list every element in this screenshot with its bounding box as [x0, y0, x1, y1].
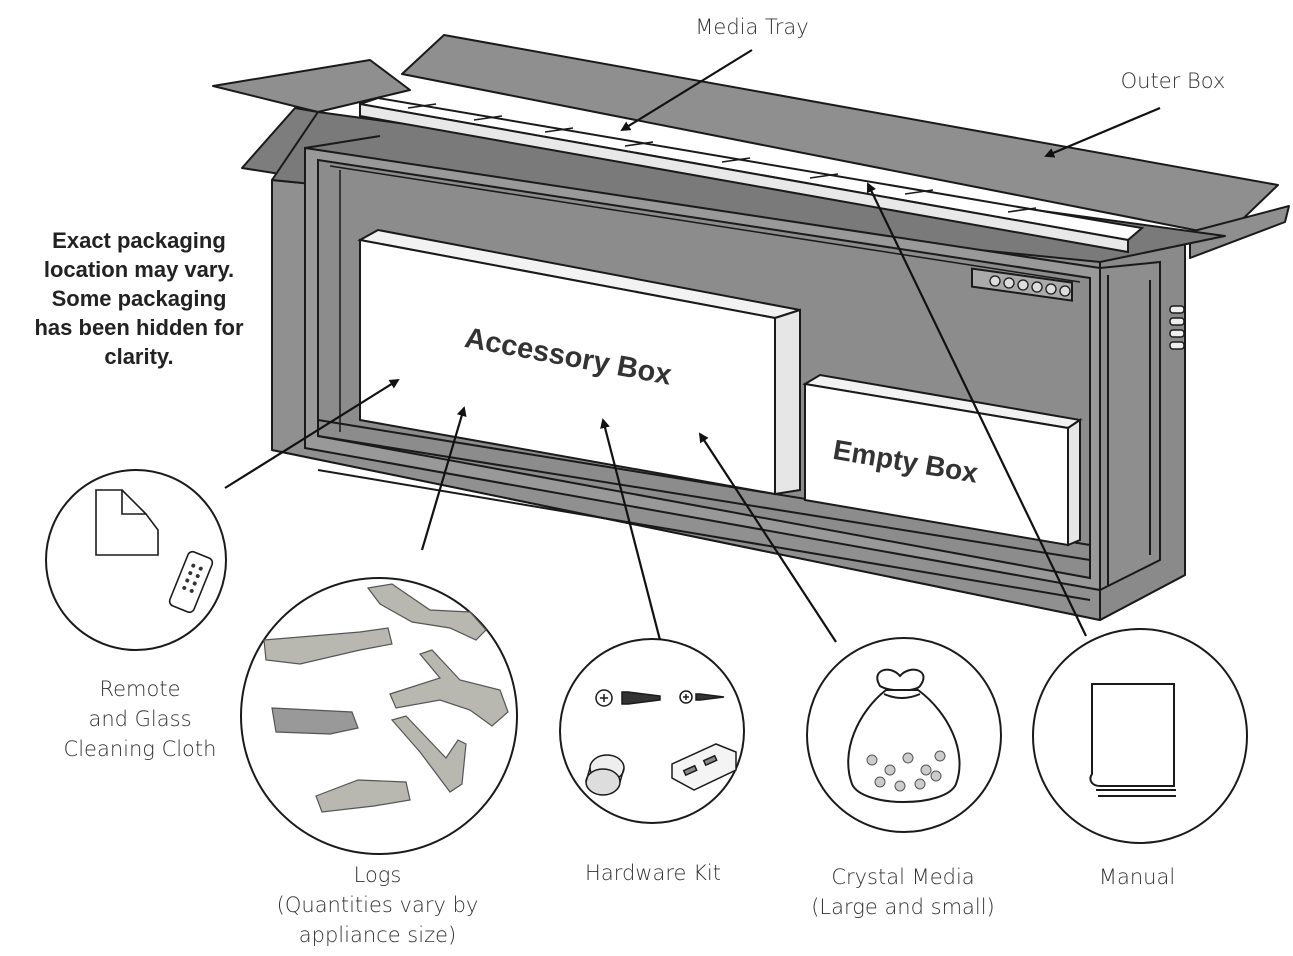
note-line: Some packaging: [51, 286, 227, 311]
outer-box-left-flap: [212, 59, 411, 113]
crystal-label: Crystal Media (Large and small): [800, 862, 1006, 922]
logs-icon: [263, 583, 509, 813]
arrow-crystal: [698, 432, 837, 643]
crystal-label-line: (Large and small): [811, 895, 995, 919]
appliance-vents: [1169, 305, 1185, 350]
outer-box-right-flap: [1189, 205, 1290, 259]
remote-label-line: Cleaning Cloth: [63, 737, 217, 761]
remote-label: Remote and Glass Cleaning Cloth: [40, 674, 240, 764]
manual-icon: [1089, 683, 1176, 797]
logs-label-line: Logs: [353, 863, 402, 887]
remote-label-line: and Glass: [88, 707, 192, 731]
crystal-bag-icon: [847, 668, 961, 803]
leader-arrows: [224, 49, 1161, 643]
cloth-icon: [95, 489, 159, 556]
remote-label-line: Remote: [99, 677, 181, 701]
logs-label: Logs (Quantities vary by appliance size): [255, 860, 500, 950]
packaging-note: Exact packaging location may vary. Some …: [8, 226, 270, 371]
arrow-logs: [420, 406, 467, 551]
arrow-remote: [224, 378, 400, 489]
outer-box-label: Outer Box: [1120, 69, 1226, 93]
note-line: location may vary.: [43, 257, 235, 282]
logs-label-line: appliance size): [298, 923, 457, 947]
crystal-label-line: Crystal Media: [831, 865, 975, 889]
manual-label-line: Manual: [1098, 865, 1176, 889]
hardware-label-line: Hardware Kit: [585, 861, 721, 885]
note-line: has been hidden for: [34, 315, 244, 340]
hardware-label: Hardware Kit: [560, 858, 746, 888]
remote-icon: [168, 550, 214, 614]
media-tray-label: Media Tray: [695, 15, 809, 39]
arrow-manual: [866, 182, 1087, 637]
note-line: clarity.: [104, 344, 174, 369]
outer-box-back-flap: [401, 34, 1279, 237]
accessory-box-shape: [357, 228, 801, 496]
hardware-circle: [559, 638, 745, 824]
hardware-icon: [585, 689, 737, 796]
arrow-media-tray: [620, 49, 753, 132]
arrow-outer-box: [1044, 106, 1161, 158]
empty-box-shape: [802, 373, 1083, 547]
appliance-controls: [989, 275, 1071, 297]
note-line: Exact packaging: [52, 228, 226, 253]
logs-label-line: (Quantities vary by: [276, 893, 479, 917]
arrow-hardware: [600, 418, 662, 641]
manual-label: Manual: [1070, 862, 1204, 892]
